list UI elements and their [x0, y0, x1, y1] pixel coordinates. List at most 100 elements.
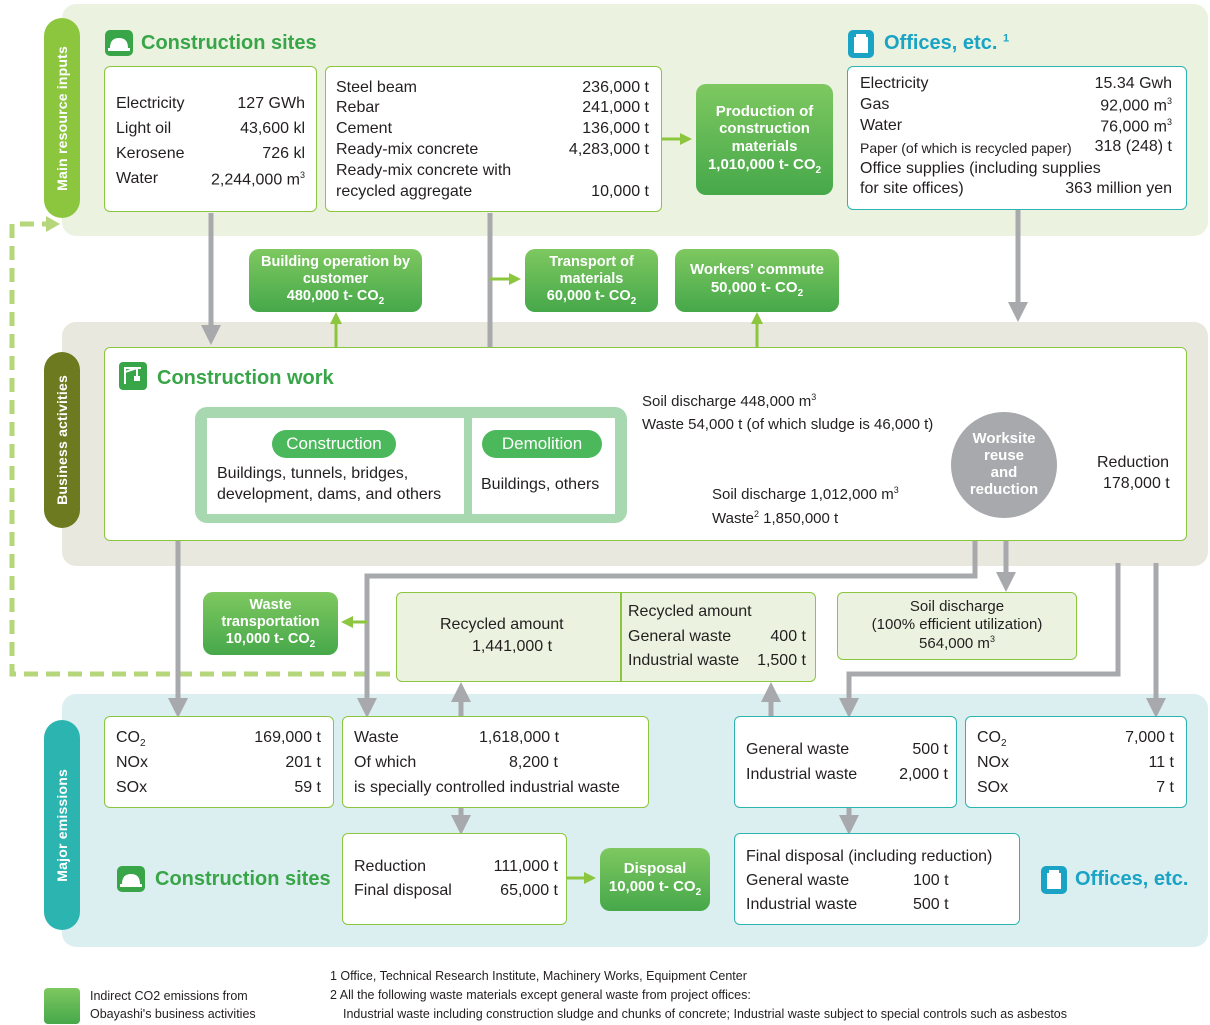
sites-nox-label: NOx — [116, 754, 148, 771]
sites-of-which-value: 8,200 t — [509, 754, 558, 771]
recycled-divider — [620, 592, 622, 682]
legend-swatch — [44, 988, 80, 1024]
sites-sox-value: 59 t — [294, 779, 321, 796]
ready-mix-value: 4,283,000 t — [568, 141, 649, 158]
energy-inputs-box: Electricity 127 GWh Light oil 43,600 kl … — [104, 66, 317, 212]
office-electricity-value: 15.34 Gwh — [1094, 75, 1172, 92]
lower-soil-discharge: Soil discharge 1,012,000 m3 — [712, 485, 899, 503]
recycled-general-label: General waste — [628, 628, 732, 645]
sites-disposal-box: Reduction 111,000 t Final disposal 65,00… — [342, 833, 567, 925]
offices-emissions-box: CO2 7,000 t NOx 11 t SOx 7 t — [965, 716, 1187, 808]
construction-sites-title: Construction sites — [141, 32, 317, 54]
recycled-industrial-label: Industrial waste — [628, 652, 740, 669]
demolition-tag: Demolition — [482, 430, 602, 458]
recycled-general-value: 400 t — [770, 628, 806, 645]
water-value: 2,244,000 m3 — [211, 170, 305, 189]
offices-co2-label: CO2 — [977, 729, 1007, 750]
offices-industrial-value: 2,000 t — [899, 766, 948, 783]
offices-sox-label: SOx — [977, 779, 1009, 796]
recycled-box — [396, 592, 816, 682]
cement-value: 136,000 t — [582, 120, 649, 137]
offices-general-value: 500 t — [912, 741, 948, 758]
offices-disposal-title: Final disposal (including reduction) — [746, 848, 993, 865]
offices-general-label: General waste — [746, 741, 850, 758]
offices-nox-label: NOx — [977, 754, 1009, 771]
soil-discharge-line3: 564,000 m3 — [919, 634, 995, 652]
footnote-1: 1 Office, Technical Research Institute, … — [330, 969, 747, 983]
construction-desc-line1: Buildings, tunnels, bridges, — [217, 465, 409, 482]
hard-hat-icon — [105, 30, 133, 56]
offices-disposal-box: Final disposal (including reduction) Gen… — [734, 833, 1020, 925]
sites-nox-value: 201 t — [285, 754, 321, 771]
recycled-left-value: 1,441,000 t — [472, 638, 553, 655]
demolition-desc: Buildings, others — [481, 476, 600, 493]
sites-reduction-value: 111,000 t — [493, 858, 558, 875]
rebar-value: 241,000 t — [582, 99, 649, 116]
offices-disposal-general-value: 100 t — [913, 872, 949, 889]
office-supplies-label-line2: for site offices) — [860, 180, 964, 197]
sites-final-disposal-value: 65,000 t — [500, 882, 558, 899]
hard-hat-icon-bottom — [117, 866, 145, 892]
office-gas-label: Gas — [860, 96, 890, 113]
office-paper-label: Paper (of which is recycled paper) — [860, 140, 1072, 156]
materials-inputs-box: Steel beam 236,000 t Rebar 241,000 t Cem… — [325, 66, 662, 212]
construction-sites-bottom-title: Construction sites — [155, 868, 331, 890]
crane-icon — [119, 362, 147, 390]
sites-waste-box: Waste 1,618,000 t Of which 8,200 t is sp… — [342, 716, 649, 808]
office-supplies-value: 363 million yen — [1065, 180, 1172, 197]
offices-title: Offices, etc. 1 — [884, 32, 1010, 54]
offices-industrial-label: Industrial waste — [746, 766, 858, 783]
legend-line2: Obayashi's business activities — [90, 1007, 256, 1021]
reduction-label: Reduction — [1097, 454, 1170, 471]
steel-beam-value: 236,000 t — [582, 79, 649, 96]
offices-sox-value: 7 t — [1156, 779, 1174, 796]
reduction-value: 178,000 t — [1103, 475, 1170, 492]
office-electricity-label: Electricity — [860, 75, 929, 92]
upper-soil-discharge: Soil discharge 448,000 m3 — [642, 392, 817, 410]
soil-discharge-box: Soil discharge (100% efficient utilizati… — [837, 592, 1077, 660]
recycled-left-label: Recycled amount — [440, 616, 564, 633]
main-resource-inputs-label: Main resource inputs — [44, 18, 80, 218]
sites-waste-value: 1,618,000 t — [479, 729, 560, 746]
office-paper-value: 318 (248) t — [1094, 138, 1172, 155]
kerosene-label: Kerosene — [116, 145, 185, 162]
upper-waste: Waste 54,000 t (of which sludge is 46,00… — [642, 416, 934, 433]
office-supplies-label-line1: Office supplies (including supplies — [860, 160, 1101, 177]
steel-beam-label: Steel beam — [336, 79, 417, 96]
construction-tag: Construction — [272, 430, 396, 458]
ready-mix-recycled-label-line2: recycled aggregate — [336, 183, 473, 200]
sites-special-waste-label: is specially controlled industrial waste — [354, 779, 620, 796]
major-emissions-label: Major emissions — [44, 720, 80, 930]
office-building-icon — [848, 30, 874, 58]
office-water-label: Water — [860, 117, 903, 134]
offices-bottom-title: Offices, etc. — [1075, 868, 1189, 890]
ready-mix-recycled-value: 10,000 t — [591, 183, 649, 200]
offices-co2-value: 7,000 t — [1125, 729, 1174, 746]
lower-waste: Waste2 1,850,000 t — [712, 509, 839, 527]
ready-mix-label: Ready-mix concrete — [336, 141, 479, 158]
recycled-right-title: Recycled amount — [628, 603, 752, 620]
cement-label: Cement — [336, 120, 393, 137]
office-gas-value: 92,000 m3 — [1100, 96, 1172, 115]
ready-mix-recycled-label-line1: Ready-mix concrete with — [336, 162, 512, 179]
offices-disposal-general-label: General waste — [746, 872, 850, 889]
sites-emissions-box: CO2 169,000 t NOx 201 t SOx 59 t — [104, 716, 334, 808]
light-oil-label: Light oil — [116, 120, 172, 137]
offices-disposal-industrial-label: Industrial waste — [746, 896, 858, 913]
offices-waste-box: General waste 500 t Industrial waste 2,0… — [734, 716, 957, 808]
sites-waste-label: Waste — [354, 729, 399, 746]
construction-desc-line2: development, dams, and others — [217, 486, 442, 503]
sites-co2-label: CO2 — [116, 729, 146, 750]
business-activities-label: Business activities — [44, 352, 80, 528]
kerosene-value: 726 kl — [262, 145, 305, 162]
sites-sox-label: SOx — [116, 779, 148, 796]
office-building-icon-bottom — [1041, 866, 1067, 894]
recycled-industrial-value: 1,500 t — [757, 652, 806, 669]
